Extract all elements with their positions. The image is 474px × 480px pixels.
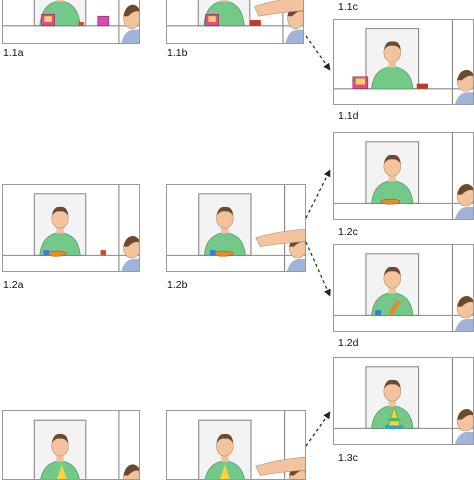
arrow-1-1b-to-1-1d — [305, 35, 331, 71]
panel-1-3a — [2, 410, 140, 480]
panel-label-1-2b: 1.2b — [167, 279, 188, 291]
panel-label-1-2d: 1.2d — [338, 337, 359, 349]
panel-label-1-1d: 1.1d — [338, 110, 359, 122]
panel-1-1b — [166, 0, 304, 44]
panel-1-1a — [2, 0, 140, 44]
panel-label-1-2a: 1.2a — [3, 279, 24, 291]
panel-1-2a — [2, 184, 140, 272]
panel-1-2c — [333, 132, 474, 220]
arrow-1-3b-to-1-3c — [305, 411, 331, 447]
arrow-1-2b-to-1-2d — [305, 241, 331, 297]
arrow-1-2b-to-1-2c — [305, 169, 331, 219]
panel-label-1-1b: 1.1b — [167, 47, 188, 59]
panel-label-1-1a: 1.1a — [3, 47, 24, 59]
panel-label-1-1c: 1.1c — [338, 1, 358, 13]
panel-1-3b — [166, 410, 306, 480]
panel-1-2d — [333, 244, 474, 332]
panel-1-3c — [333, 357, 474, 445]
panel-label-1-2c: 1.2c — [338, 226, 358, 238]
panel-1-2b — [166, 184, 306, 272]
panel-label-1-3c: 1.3c — [338, 452, 358, 464]
